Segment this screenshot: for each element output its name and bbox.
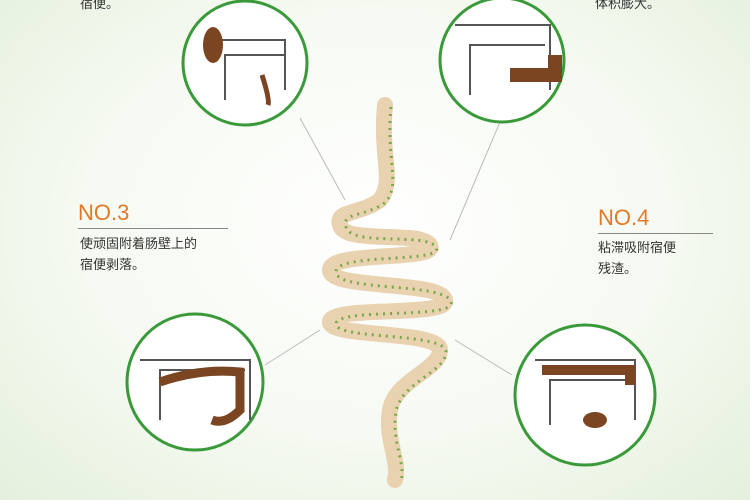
colon-circle-4 [513,323,657,467]
colon-circle-2 [438,0,566,124]
step3-label: NO.3 [78,200,130,225]
step4-text-line2: 残渣。 [598,262,638,277]
connector-lines [264,117,513,376]
colon-circle-1 [181,0,309,127]
step4-text-line1: 粘滞吸附宿便 [598,241,677,256]
small-intestine-icon [321,97,453,488]
step3-divider [78,228,228,229]
step3-text-line1: 使顽固附着肠壁上的 [80,237,198,252]
colon-circle-3 [125,312,265,452]
step3-text-line2: 宿便剥落。 [80,258,146,273]
step1-text: 宿便。 [80,0,120,12]
step4-divider [598,233,713,234]
step2-text: 体积膨大。 [595,0,661,12]
step4-label: NO.4 [598,205,650,230]
